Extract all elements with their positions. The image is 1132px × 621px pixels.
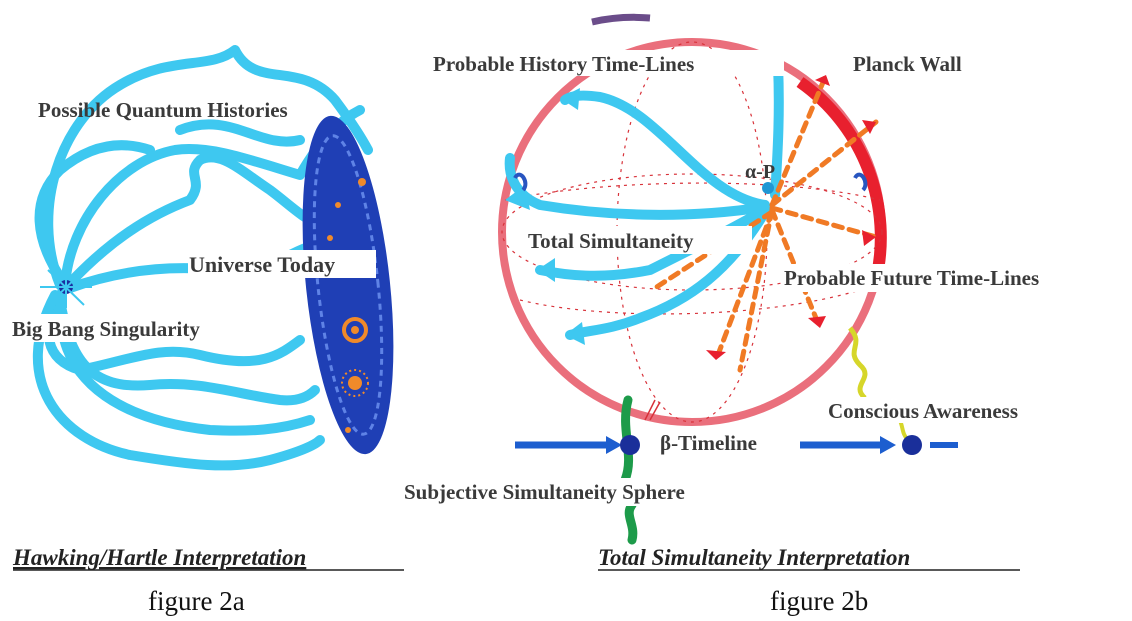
beta-point-dot	[620, 435, 640, 455]
probable-history-timelines-label: Probable History Time-Lines	[433, 52, 694, 76]
alpha-point-dot	[762, 182, 774, 194]
history-time-line	[504, 153, 770, 220]
history-curve	[32, 290, 325, 471]
universe-today-label: Universe Today	[189, 252, 335, 277]
quantum-history-curves	[32, 45, 373, 471]
total-simultaneity-label: Total Simultaneity	[528, 229, 694, 253]
future-time-line	[737, 207, 775, 373]
future-time-line	[769, 119, 879, 208]
planck-wall-label: Planck Wall	[853, 52, 962, 76]
awareness-point-dot	[902, 435, 922, 455]
awareness-squiggle	[848, 326, 868, 400]
history-time-line	[560, 90, 770, 210]
history-curve	[55, 295, 320, 406]
history-curve	[43, 290, 305, 375]
history-curve	[63, 152, 325, 290]
simultaneity-sphere	[498, 13, 887, 426]
figure-2a-label: figure 2a	[148, 586, 245, 616]
future-time-line	[769, 72, 829, 208]
alpha-p-label: α-P	[745, 161, 775, 183]
possible-quantum-histories-label: Possible Quantum Histories	[38, 98, 288, 122]
beta-timeline-label: β-Timeline	[660, 431, 757, 455]
big-bang-singularity-label: Big Bang Singularity	[12, 317, 200, 341]
future-time-line	[769, 205, 879, 240]
figure-2a: Possible Quantum Histories Universe Toda…	[10, 45, 404, 616]
subjective-simultaneity-sphere-label: Subjective Simultaneity Sphere	[404, 480, 685, 504]
history-time-line	[770, 60, 784, 200]
probable-future-timelines-label: Probable Future Time-Lines	[784, 266, 1039, 290]
conscious-awareness-label: Conscious Awareness	[828, 399, 1018, 423]
big-bang-singularity-dot	[40, 265, 92, 308]
planck-wall-arc	[796, 77, 887, 282]
history-curve	[175, 119, 305, 147]
figure-2b-label: figure 2b	[770, 586, 868, 616]
history-curve	[43, 45, 373, 290]
future-time-line	[713, 209, 775, 363]
history-curve	[55, 287, 315, 436]
figure-2b: Probable History Time-Lines Planck Wall …	[402, 13, 1124, 616]
universe-today-ellipse	[302, 115, 394, 455]
history-curve	[34, 140, 155, 285]
total-simultaneity-caption: Total Simultaneity Interpretation	[598, 545, 910, 570]
hawking-hartle-caption: Hawking/Hartle Interpretation	[12, 545, 306, 570]
beta-timeline	[515, 395, 958, 545]
